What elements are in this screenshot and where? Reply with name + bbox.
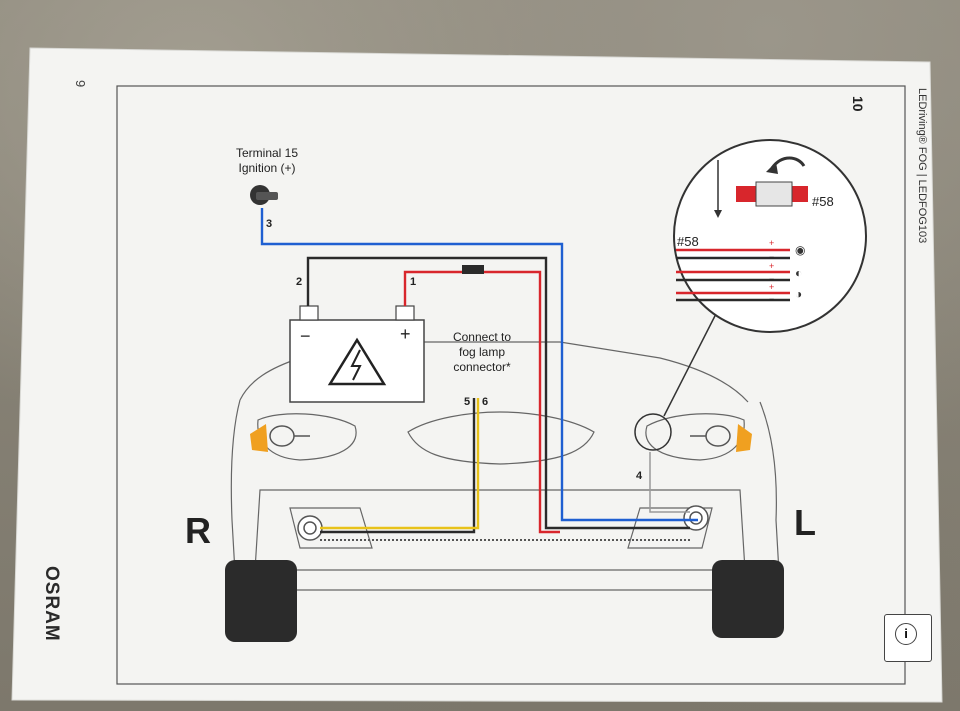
- left-tire: [712, 560, 784, 638]
- connect-to-fog-lamp-label: Connect to fog lamp connector*: [430, 330, 534, 375]
- inset-plus-1: +: [769, 238, 775, 248]
- info-icon: i: [884, 614, 932, 662]
- terminal-label-line1: Terminal 15: [235, 146, 299, 160]
- inset-plus-2: +: [769, 261, 775, 271]
- battery-minus-label: −: [300, 326, 311, 346]
- connector-58-label-left: #58: [677, 234, 699, 249]
- left-fog-lamp: [683, 505, 709, 531]
- inset-minus-1: −: [769, 252, 775, 262]
- inline-fuse: [462, 265, 484, 274]
- terminal-15-label: Terminal 15 Ignition (+): [222, 146, 312, 176]
- wire-4-gray: [649, 452, 690, 513]
- diagram-frame: [116, 85, 906, 685]
- left-headlamp-bulb: [690, 425, 731, 447]
- low-beam-icon: ◉: [795, 243, 806, 257]
- wiring: [260, 208, 698, 541]
- right-tire: [225, 560, 297, 642]
- ignition-key-icon: [250, 185, 278, 205]
- page-number: 10: [850, 96, 866, 112]
- fog-lamp-icon: ◐: [795, 266, 803, 280]
- connect-label-line1: Connect to: [452, 330, 512, 344]
- right-side-label: R: [185, 510, 211, 551]
- wire-1-red: [403, 270, 560, 534]
- battery: [289, 305, 425, 403]
- wire-number-6: 6: [482, 396, 489, 408]
- battery-plus-label: +: [400, 324, 411, 344]
- connect-label-line3: connector*: [453, 360, 511, 374]
- inset-minus-2: −: [769, 274, 775, 284]
- left-side-label: L: [794, 502, 816, 543]
- wire-number-4: 4: [636, 470, 643, 482]
- connect-label-line2: fog lamp: [458, 345, 506, 359]
- high-beam-icon: ◑: [795, 287, 803, 301]
- wire-number-3: 3: [266, 218, 273, 230]
- connector-58-label-top: #58: [812, 194, 834, 209]
- right-fog-lamp: [297, 515, 323, 541]
- wire-2-black: [306, 256, 690, 530]
- product-name: LEDriving® FOG | LEDFOG103: [916, 88, 928, 244]
- inset-minus-3: −: [769, 294, 775, 304]
- right-headlamp-bulb: [269, 425, 310, 447]
- wire-number-2: 2: [296, 276, 303, 288]
- connector-detail-inset: [634, 139, 867, 451]
- back-page-number: 9: [73, 80, 88, 88]
- osram-brand-logo: OSRAM: [41, 566, 62, 642]
- wire-number-1: 1: [410, 276, 417, 288]
- right-turn-signal: [250, 424, 268, 452]
- wire-5-black: [320, 398, 476, 534]
- wire-3-blue: [260, 208, 698, 522]
- wire-number-5: 5: [464, 396, 471, 408]
- left-turn-signal: [736, 424, 752, 452]
- inset-plus-3: +: [769, 282, 775, 292]
- terminal-label-line2: Ignition (+): [238, 161, 296, 175]
- wire-6-yellow: [320, 398, 480, 530]
